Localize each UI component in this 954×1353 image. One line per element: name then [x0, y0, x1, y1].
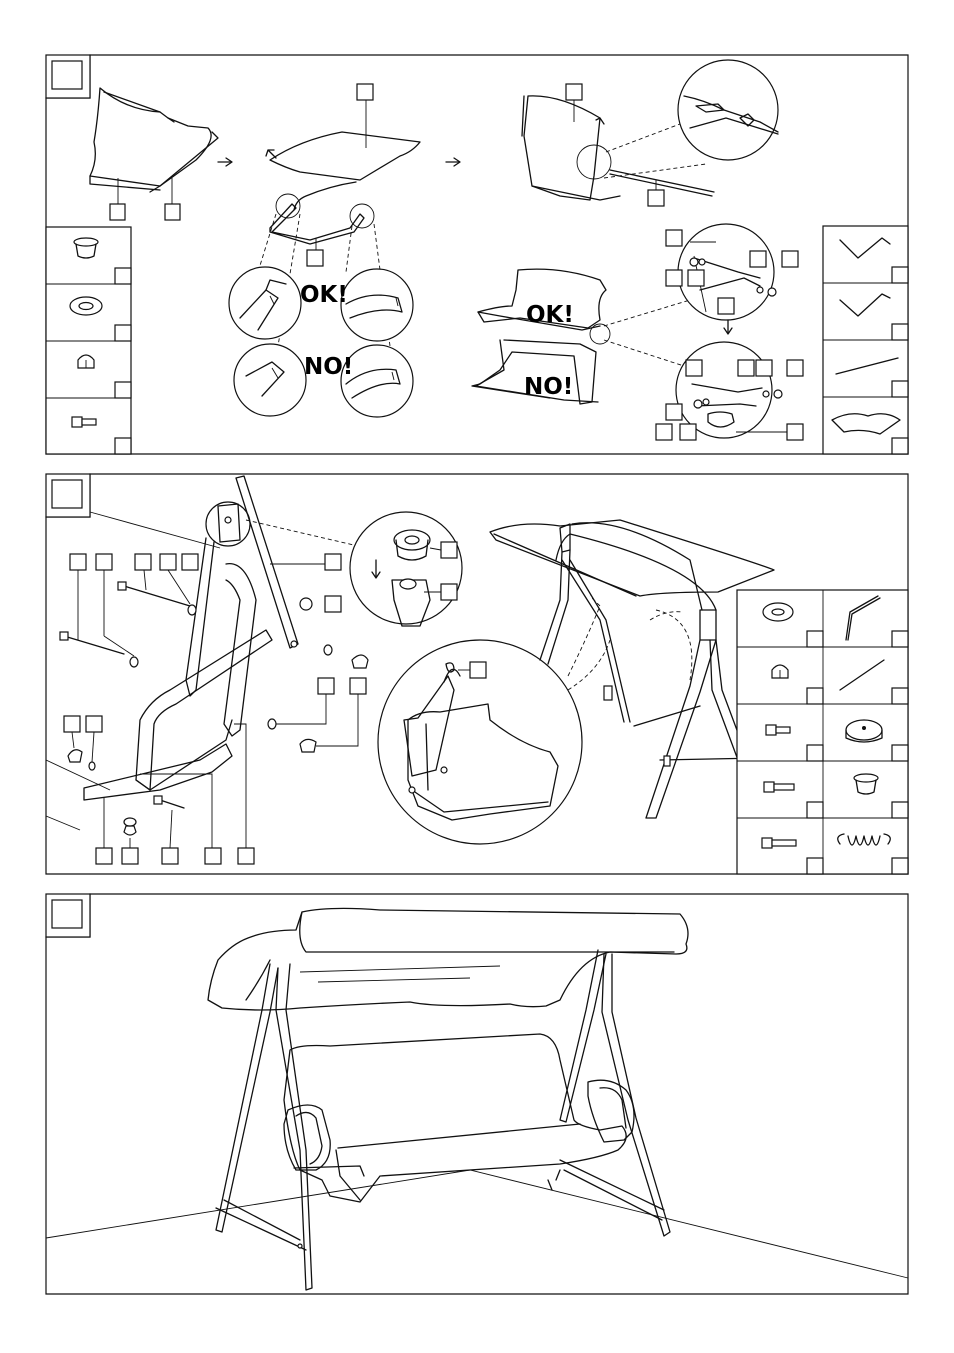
parts-column-left-1	[45, 226, 132, 455]
arrow-right-icon	[445, 157, 461, 167]
crossbar-icon	[835, 357, 899, 375]
bolt-icon	[765, 724, 791, 736]
bolt-icon	[71, 416, 97, 428]
ok-label-seat: OK!	[526, 302, 574, 328]
detail-circle-ok-left	[228, 266, 302, 340]
bolt-assembly-left	[59, 553, 369, 865]
seat-frame-ok	[477, 268, 611, 345]
side-frame-drawing	[135, 475, 359, 791]
bushing-icon	[845, 719, 883, 743]
detail-circle-ok-right	[340, 268, 414, 342]
seat-fabric-drawing	[89, 87, 219, 221]
detail-circle-no-right	[340, 344, 414, 418]
backrest-with-fabric	[521, 59, 779, 207]
long-bolt-icon	[761, 837, 797, 849]
no-label-seat: NO!	[524, 374, 573, 400]
fabric-and-tube	[257, 83, 421, 407]
detail-circle-hinge-lower	[655, 341, 804, 441]
panel-step-1: OK! NO!	[45, 54, 909, 455]
long-bolt-icon	[763, 781, 795, 793]
parts-grid-2	[736, 589, 909, 875]
parts-column-right-1	[822, 225, 909, 455]
seat-frame-no	[471, 339, 599, 405]
detail-circle-seat-hanger	[377, 639, 583, 845]
rod-icon	[839, 659, 885, 691]
detail-circle-no-left	[233, 343, 307, 417]
assembled-swing-drawing	[207, 907, 689, 1291]
end-cap-icon	[73, 237, 99, 259]
frame-tube-icon	[839, 237, 891, 259]
detail-circle-washer	[349, 511, 463, 627]
no-label: NO!	[304, 354, 353, 380]
washer-icon	[762, 602, 794, 622]
detail-circle-hinge-upper	[665, 223, 799, 321]
ok-label: OK!	[300, 282, 348, 308]
end-cap-icon	[853, 773, 879, 795]
cap-nut-icon	[77, 354, 95, 369]
cap-nut-icon	[771, 664, 789, 679]
fabric-cover-icon	[831, 413, 901, 435]
arrow-right-icon	[217, 157, 233, 167]
frame-tube-icon	[839, 293, 891, 317]
spring-icon	[837, 833, 891, 846]
washer-icon	[69, 296, 103, 316]
bent-tube-icon	[845, 595, 881, 641]
panel-step-3	[45, 893, 909, 1295]
panel-step-2	[45, 473, 909, 875]
